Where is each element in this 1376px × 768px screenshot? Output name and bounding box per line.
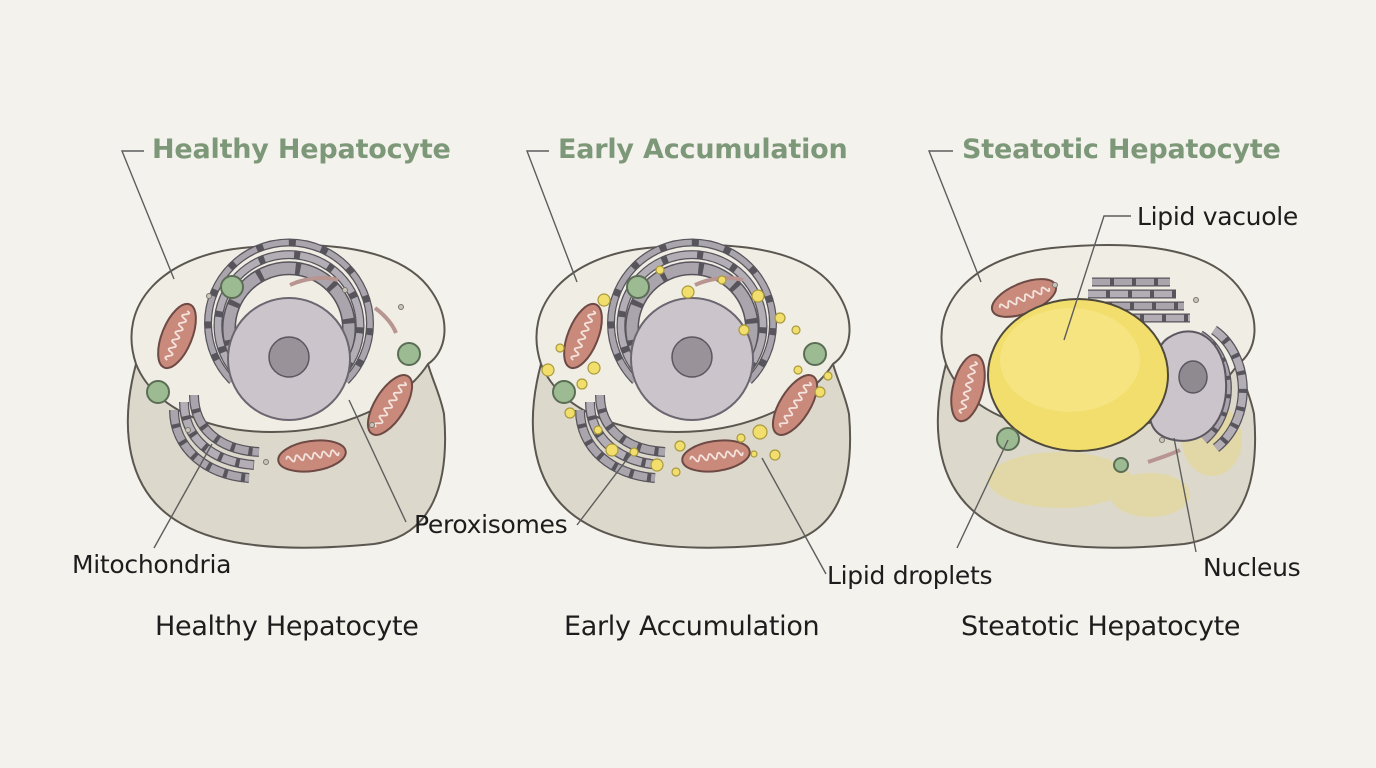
nucleus-icon <box>630 297 754 421</box>
lipid-vacuole-icon <box>987 298 1169 452</box>
label-lipid-vacuole: Lipid vacuole <box>1137 202 1298 231</box>
peroxisome-icon <box>1113 457 1129 473</box>
label-mitochondria: Mitochondria <box>72 550 232 579</box>
vesicle-dots <box>185 275 404 465</box>
label-lipid-droplets: Lipid droplets <box>827 561 993 590</box>
peroxisome-icon <box>626 275 650 299</box>
label-peroxisomes: Peroxisomes <box>414 510 568 539</box>
panel-caption-healthy: Healthy Hepatocyte <box>155 611 419 642</box>
panel-title-steatotic: Steatotic Hepatocyte <box>962 134 1281 165</box>
nucleus-icon <box>227 297 351 421</box>
lipid-shadow <box>988 404 1242 517</box>
panel-title-early: Early Accumulation <box>558 134 848 165</box>
peroxisome-icon <box>996 427 1020 451</box>
peroxisome-icon <box>803 342 827 366</box>
leader-lines <box>120 150 1197 575</box>
peroxisome-icon <box>220 275 244 299</box>
peroxisome-icon <box>552 380 576 404</box>
vesicle-dots <box>1052 282 1199 464</box>
peroxisome-icon <box>397 342 421 366</box>
peroxisome-icon <box>146 380 170 404</box>
label-nucleus: Nucleus <box>1203 553 1301 582</box>
panel-caption-steatotic: Steatotic Hepatocyte <box>961 611 1241 642</box>
lipid-droplet-icon <box>541 265 833 477</box>
panel-caption-early: Early Accumulation <box>564 611 820 642</box>
panel-title-healthy: Healthy Hepatocyte <box>152 134 451 165</box>
